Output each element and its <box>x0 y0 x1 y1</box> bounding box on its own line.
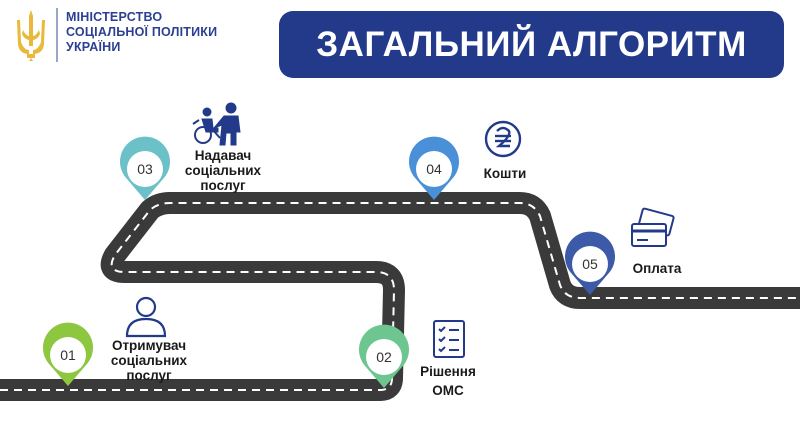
document-checklist-icon <box>433 320 465 358</box>
step-label-03: Надавач соціальних послуг <box>178 148 268 193</box>
label-line: ОМС <box>432 383 464 398</box>
label-line: Кошти <box>483 166 527 181</box>
step-number: 05 <box>582 256 598 272</box>
header-divider <box>56 8 58 62</box>
step-number: 03 <box>137 161 153 177</box>
ministry-line-1: МІНІСТЕРСТВО <box>66 10 163 24</box>
step-pin-04: 04 <box>409 136 460 200</box>
label-line: соціальних <box>110 353 188 368</box>
step-number: 04 <box>426 161 442 177</box>
label-line: соціальних <box>184 163 262 178</box>
ministry-name: МІНІСТЕРСТВО СОЦІАЛЬНОЇ ПОЛІТИКИ УКРАЇНИ <box>66 10 217 55</box>
step-pin-02: 02 <box>359 324 409 388</box>
label-line: Отримувач <box>111 338 187 353</box>
title-banner: ЗАГАЛЬНИЙ АЛГОРИТМ <box>279 11 784 78</box>
step-label-05: Оплата <box>624 261 690 276</box>
trident-emblem-icon <box>17 10 45 61</box>
step-label-02: Рішення ОМС <box>418 364 478 398</box>
label-line: Рішення <box>420 364 476 379</box>
step-pin-03: 03 <box>120 136 170 200</box>
ministry-line-3: УКРАЇНИ <box>66 40 121 54</box>
label-line: послуг <box>200 178 246 193</box>
step-pin-05: 05 <box>564 231 615 295</box>
step-label-04: Кошти <box>470 166 540 181</box>
hryvnia-coin-icon <box>484 120 522 158</box>
person-icon <box>125 296 167 338</box>
step-pin-01: 01 <box>42 322 93 386</box>
step-label-01: Отримувач соціальних послуг <box>104 338 194 383</box>
ministry-line-2: СОЦІАЛЬНОЇ ПОЛІТИКИ <box>66 25 218 39</box>
caregiver-wheelchair-icon <box>192 102 241 146</box>
step-number: 02 <box>376 349 392 365</box>
label-line: Надавач <box>194 148 252 163</box>
ministry-header: МІНІСТЕРСТВО СОЦІАЛЬНОЇ ПОЛІТИКИ УКРАЇНИ <box>14 6 217 62</box>
label-line: Оплата <box>632 261 682 276</box>
page-title: ЗАГАЛЬНИЙ АЛГОРИТМ <box>316 24 747 64</box>
step-number: 01 <box>60 347 76 363</box>
credit-cards-icon <box>631 207 675 247</box>
label-line: послуг <box>126 368 172 383</box>
